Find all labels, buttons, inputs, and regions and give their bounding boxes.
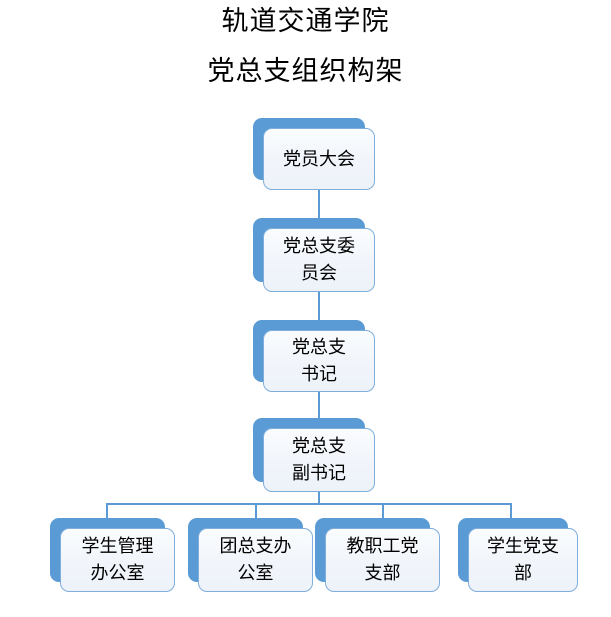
node-label: 团总支办 公室 [219, 536, 292, 584]
node-face: 党总支 书记 [263, 330, 375, 392]
connector-drop-n6 [255, 503, 257, 528]
connector-n4-bus-stem [318, 492, 320, 504]
node-face: 学生管理 办公室 [60, 528, 175, 592]
node-face: 党员大会 [263, 128, 375, 190]
node-face: 党总支委 员会 [263, 228, 375, 292]
node-student-management-office[interactable]: 学生管理 办公室 [50, 518, 175, 592]
node-faculty-party-branch[interactable]: 教职工党 支部 [315, 518, 440, 592]
chart-title-line-1: 轨道交通学院 [221, 6, 390, 37]
node-youth-league-office[interactable]: 团总支办 公室 [188, 518, 313, 592]
node-label: 教职工党 支部 [346, 536, 419, 584]
node-party-branch-deputy-secretary[interactable]: 党总支 副书记 [253, 418, 375, 492]
node-party-branch-secretary[interactable]: 党总支 书记 [253, 320, 375, 392]
connector-drop-n8 [510, 503, 512, 528]
chart-title-line-2: 党总支组织构架 [207, 56, 404, 87]
connector-horizontal-bus [106, 503, 512, 505]
node-face: 团总支办 公室 [198, 528, 313, 592]
node-student-party-branch[interactable]: 学生党支 部 [458, 518, 578, 592]
node-face: 党总支 副书记 [263, 428, 375, 492]
node-label: 学生管理 办公室 [81, 536, 154, 584]
connector-n1-n2 [318, 190, 320, 228]
node-party-branch-committee[interactable]: 党总支委 员会 [253, 218, 375, 292]
node-label: 学生党支 部 [487, 536, 559, 584]
node-label: 党总支委 员会 [283, 236, 355, 284]
node-face: 教职工党 支部 [325, 528, 440, 592]
connector-drop-n5 [106, 503, 108, 528]
node-label: 党总支 书记 [292, 337, 346, 385]
node-face: 学生党支 部 [468, 528, 578, 592]
connector-n3-n4 [318, 392, 320, 428]
connector-n2-n3 [318, 292, 320, 330]
node-label: 党总支 副书记 [292, 436, 346, 484]
connector-drop-n7 [382, 503, 384, 528]
node-party-member-assembly[interactable]: 党员大会 [253, 118, 375, 190]
node-label: 党员大会 [283, 148, 355, 170]
